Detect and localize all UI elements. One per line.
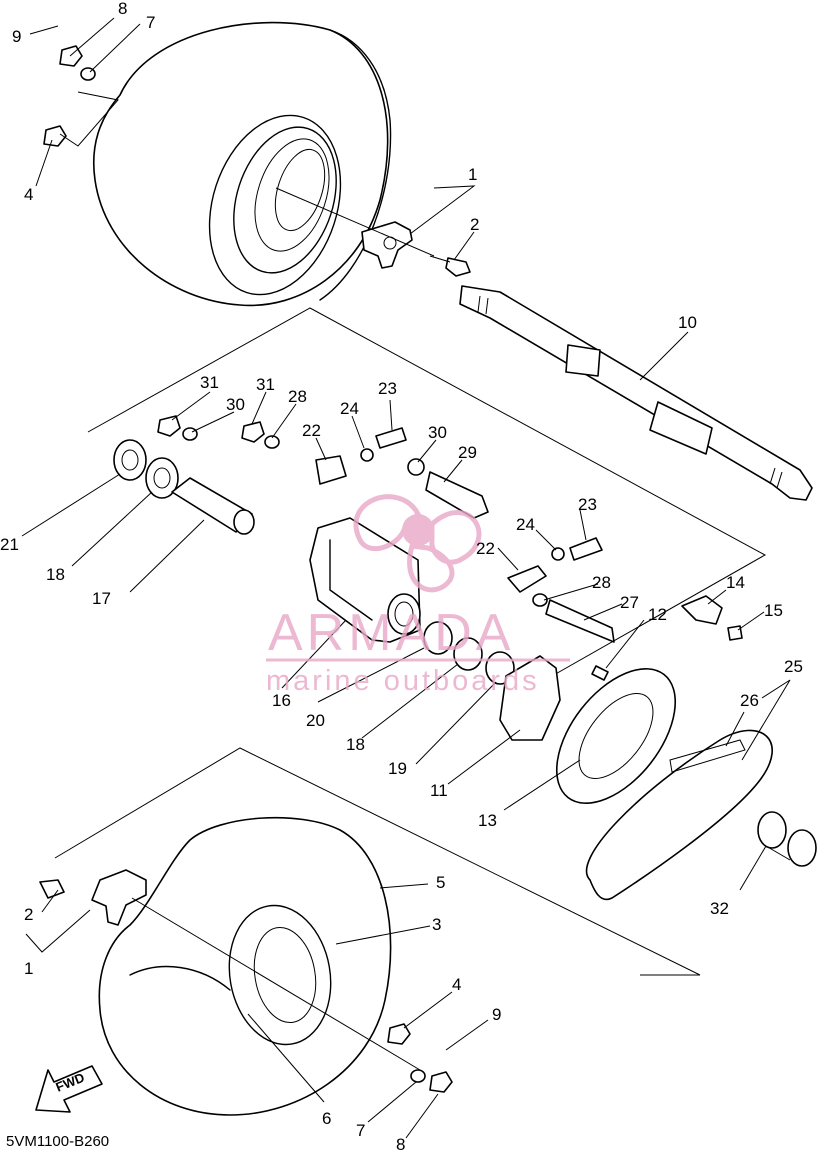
- callout-21: 21: [0, 535, 19, 554]
- callout-23: 23: [578, 495, 597, 514]
- callout-17: 17: [92, 589, 111, 608]
- callout-labels: 9 8 7 4 1 2 10 31 30 31 28 23 24 22 30 2…: [0, 0, 803, 1151]
- callout-18: 18: [346, 735, 365, 754]
- callout-30: 30: [428, 423, 447, 442]
- armada-watermark: ARMADA marine outboards: [266, 494, 570, 697]
- bearings-left: [113, 439, 255, 535]
- callout-2: 2: [24, 905, 33, 924]
- callout-20: 20: [306, 711, 325, 730]
- right-hardware: [423, 537, 743, 741]
- small-hardware: [43, 45, 489, 519]
- callout-22: 22: [302, 421, 321, 440]
- callout-4: 4: [24, 185, 33, 204]
- callout-13: 13: [478, 811, 497, 830]
- callout-30: 30: [226, 395, 245, 414]
- sprocket: [555, 668, 677, 804]
- callout-19: 19: [388, 759, 407, 778]
- callout-29: 29: [458, 443, 477, 462]
- forward-arrow-icon: FWD: [35, 1065, 103, 1113]
- assembly-frame-lower: [54, 747, 701, 976]
- callout-24: 24: [516, 515, 535, 534]
- callout-24: 24: [340, 399, 359, 418]
- callout-3: 3: [432, 915, 441, 934]
- callout-28: 28: [288, 387, 307, 406]
- callout-14: 14: [726, 573, 745, 592]
- diagram-code: 5VM1100-B260: [6, 1133, 109, 1150]
- callout-5: 5: [436, 873, 445, 892]
- callout-28: 28: [592, 573, 611, 592]
- callout-9: 9: [12, 27, 21, 46]
- callout-7: 7: [356, 1121, 365, 1140]
- rear-axle: [459, 285, 813, 501]
- watermark-tagline: marine outboards: [266, 665, 540, 697]
- lower-tire: [39, 816, 453, 1116]
- propeller-logo-icon: [353, 494, 482, 593]
- callout-2: 2: [470, 215, 479, 234]
- callout-8: 8: [118, 0, 127, 18]
- callout-15: 15: [764, 601, 783, 620]
- leader-lines: [21, 17, 791, 1139]
- callout-4: 4: [452, 975, 461, 994]
- callout-31: 31: [200, 373, 219, 392]
- upper-hub: [361, 221, 471, 277]
- callout-27: 27: [620, 593, 639, 612]
- axle-housing: [309, 517, 421, 643]
- callout-18: 18: [46, 565, 65, 584]
- callout-6: 6: [322, 1109, 331, 1128]
- assembly-frame-upper: [87, 307, 767, 681]
- callout-1: 1: [468, 165, 477, 184]
- callout-32: 32: [710, 899, 729, 918]
- callout-31: 31: [256, 375, 275, 394]
- callout-16: 16: [272, 691, 291, 710]
- callout-7: 7: [146, 13, 155, 32]
- callout-12: 12: [648, 605, 667, 624]
- watermark-brand: ARMADA: [268, 604, 514, 662]
- callout-8: 8: [396, 1135, 405, 1151]
- drive-chain: [585, 729, 817, 901]
- callout-10: 10: [678, 313, 697, 332]
- callout-25: 25: [784, 657, 803, 676]
- callout-9: 9: [492, 1005, 501, 1024]
- upper-tire: [92, 21, 392, 307]
- callout-26: 26: [740, 691, 759, 710]
- callout-11: 11: [430, 781, 448, 800]
- callout-22: 22: [476, 539, 495, 558]
- callout-1: 1: [24, 959, 33, 978]
- callout-23: 23: [378, 379, 397, 398]
